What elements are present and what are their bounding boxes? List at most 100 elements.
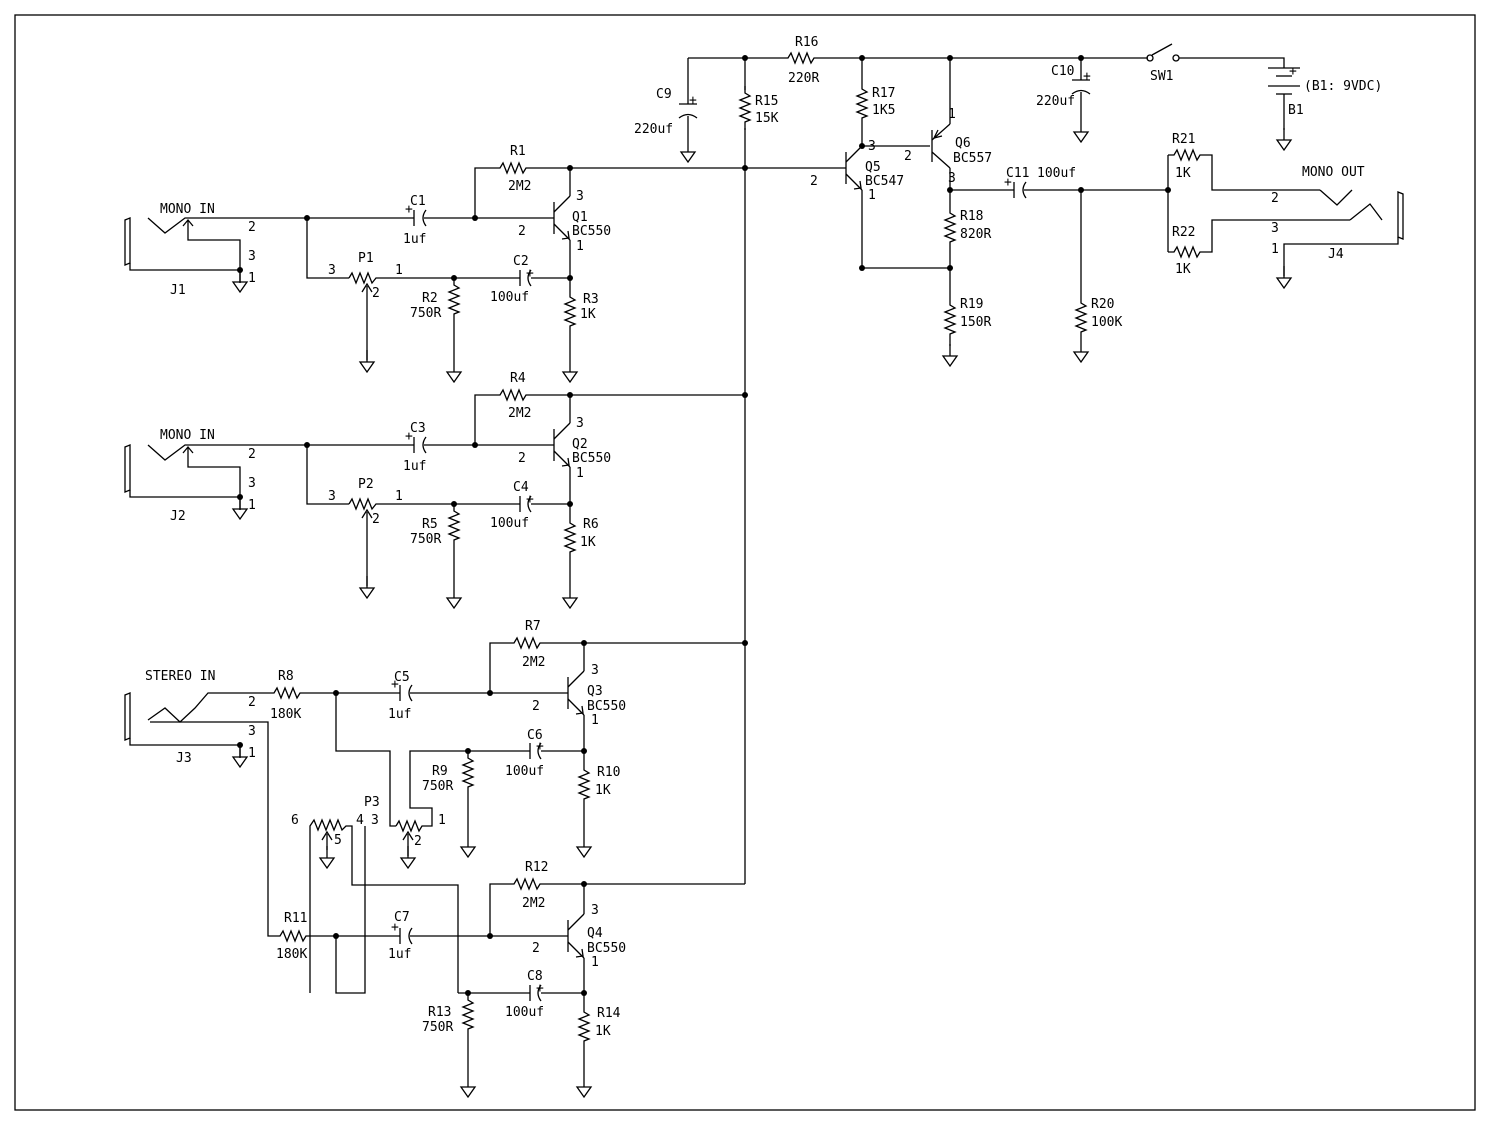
q6-pin-1: 1 — [948, 107, 956, 122]
r15-value: 15K — [755, 111, 779, 126]
b1-ref: B1 — [1288, 103, 1304, 118]
p2-pin-2: 2 — [372, 512, 380, 527]
battery-note: (B1: 9VDC) — [1304, 79, 1382, 94]
q6-pin-3: 3 — [948, 171, 956, 186]
r8-value: 180K — [270, 707, 301, 722]
q5-pin-1: 1 — [868, 188, 876, 203]
r20-value: 100K — [1091, 315, 1122, 330]
r18-ref: R18 — [960, 209, 983, 224]
sw1-ref: SW1 — [1150, 69, 1173, 84]
r9-ref: R9 — [432, 764, 448, 779]
r19-value: 150R — [960, 315, 991, 330]
r18-value: 820R — [960, 227, 991, 242]
q5-ref: Q5 — [865, 160, 881, 175]
r5-value: 750R — [410, 532, 441, 547]
r1-ref: R1 — [510, 144, 526, 159]
j4-ref: J4 — [1328, 247, 1344, 262]
q3-type: BC550 — [587, 699, 626, 714]
j3-title: STEREO IN — [145, 669, 215, 684]
c7-ref: C7 — [394, 910, 410, 925]
c4-value: 100uf — [490, 516, 529, 531]
c7-plus: + — [391, 920, 399, 935]
c10-ref: C10 — [1051, 64, 1074, 79]
c5-plus: + — [391, 677, 399, 692]
jack-j3 — [124, 692, 274, 937]
q6-type: BC557 — [953, 151, 992, 166]
j3-ref: J3 — [176, 751, 192, 766]
r1-value: 2M2 — [508, 179, 531, 194]
r16-ref: R16 — [795, 35, 818, 50]
q4-pin-2: 2 — [532, 941, 540, 956]
j2-pin-1: 1 — [248, 498, 256, 513]
j1-pin-3: 3 — [248, 249, 256, 264]
q1-pin-3: 3 — [576, 189, 584, 204]
channel-stereo: STEREO IN J3 2 3 1 R8 180K + C5 1uf P3 6… — [124, 619, 745, 1098]
c6-plus: + — [536, 739, 544, 754]
r12-value: 2M2 — [522, 896, 545, 911]
p3-pin-1: 1 — [438, 813, 446, 828]
r19-ref: R19 — [960, 297, 983, 312]
c1-plus: + — [405, 202, 413, 217]
q4-type: BC550 — [587, 941, 626, 956]
q3-ref: Q3 — [587, 684, 603, 699]
c8-value: 100uf — [505, 1005, 544, 1020]
jack-j1 — [124, 217, 305, 293]
c9-value: 220uf — [634, 122, 673, 137]
c11-plus: + — [1004, 175, 1012, 190]
j3-pin-1: 1 — [248, 746, 256, 761]
j4-pin-3: 3 — [1271, 221, 1279, 236]
r6-ref: R6 — [583, 517, 599, 532]
r21-value: 1K — [1175, 166, 1191, 181]
c2-ref: C2 — [513, 254, 529, 269]
q2-pin-1: 1 — [576, 466, 584, 481]
r13-value: 750R — [422, 1020, 453, 1035]
j2-pin-3: 3 — [248, 476, 256, 491]
r17-ref: R17 — [872, 86, 895, 101]
r20-ref: R20 — [1091, 297, 1114, 312]
j4-title: MONO OUT — [1302, 165, 1365, 180]
q2-pin-3: 3 — [576, 416, 584, 431]
r5-ref: R5 — [422, 517, 438, 532]
c11-ref: C11 — [1006, 166, 1029, 181]
c3-plus: + — [405, 429, 413, 444]
j1-pin-2: 2 — [248, 220, 256, 235]
channel-2: MONO IN J2 2 3 1 + C3 1uf P2 3 1 2 R5 75… — [124, 371, 745, 609]
c10-value: 220uf — [1036, 94, 1075, 109]
r22-value: 1K — [1175, 262, 1191, 277]
r10-value: 1K — [595, 783, 611, 798]
channel-1: MONO IN J1 2 3 1 + C1 1uf P1 3 1 2 R2 75… — [124, 144, 745, 383]
r2-value: 750R — [410, 306, 441, 321]
c8-ref: C8 — [527, 969, 543, 984]
r8-ref: R8 — [278, 669, 294, 684]
q1-pin-1: 1 — [576, 239, 584, 254]
r4-value: 2M2 — [508, 406, 531, 421]
r9-value: 750R — [422, 779, 453, 794]
r15-ref: R15 — [755, 94, 778, 109]
p3-pin-2: 2 — [414, 834, 422, 849]
q2-type: BC550 — [572, 451, 611, 466]
q1-pin-2: 2 — [518, 224, 526, 239]
r17-value: 1K5 — [872, 103, 895, 118]
j1-ref: J1 — [170, 283, 186, 298]
r14-ref: R14 — [597, 1006, 621, 1021]
c5-ref: C5 — [394, 670, 410, 685]
r3-value: 1K — [580, 307, 596, 322]
r22-ref: R22 — [1172, 225, 1195, 240]
r2-ref: R2 — [422, 291, 438, 306]
q4-pin-1: 1 — [591, 955, 599, 970]
j1-title: MONO IN — [160, 202, 215, 217]
j4-pin-1: 1 — [1271, 242, 1279, 257]
p1-ref: P1 — [358, 251, 374, 266]
q3-pin-2: 2 — [532, 699, 540, 714]
j1-pin-1: 1 — [248, 271, 256, 286]
j3-pin-2: 2 — [248, 695, 256, 710]
r12-ref: R12 — [525, 860, 548, 875]
mixer-output-stage: R15 15K + C9 220uf R16 220R R17 1K5 3 2 … — [634, 35, 1404, 884]
q2-pin-2: 2 — [518, 451, 526, 466]
c10-plus: + — [1083, 69, 1091, 84]
c8-plus: + — [536, 981, 544, 996]
p3-pin-3: 3 — [371, 813, 379, 828]
b1-plus: + — [1289, 64, 1297, 79]
r14-value: 1K — [595, 1024, 611, 1039]
r7-value: 2M2 — [522, 655, 545, 670]
